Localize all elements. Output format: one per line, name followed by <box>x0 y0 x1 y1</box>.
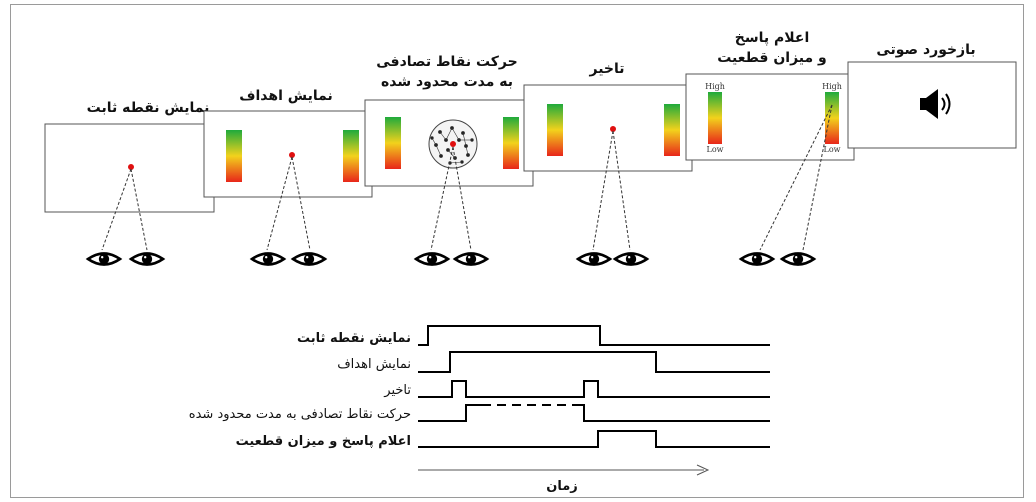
eye-icon <box>780 252 816 266</box>
timeline-label: تاخیر <box>383 383 411 398</box>
speaker-icon <box>920 89 951 119</box>
confidence-bar-right <box>825 92 839 144</box>
eye-icon <box>86 252 122 266</box>
stage-fixation: نمایش نقطه ثابت <box>44 100 215 213</box>
target-bar-left <box>547 104 563 156</box>
stage-title: نمایش اهداف <box>239 88 332 104</box>
stage-title-line1: حرکت نقاط تصادفی <box>376 54 517 70</box>
eye-icon <box>250 252 286 266</box>
trace-random-dots-start <box>418 404 482 422</box>
target-bar-left <box>385 117 401 169</box>
stage-title-line2: و میزان قطعیت <box>717 50 827 66</box>
timing-diagram: نمایش نقطه ثابت نمایش اهداف تاخیر حرکت ن… <box>189 325 770 494</box>
fixation-dot <box>289 152 295 158</box>
stage-title-line2: به مدت محدود شده <box>381 74 513 90</box>
stage-title: نمایش نقطه ثابت <box>87 100 210 116</box>
stage-title: بازخورد صوتی <box>876 42 975 58</box>
scale-high-label: High <box>822 82 842 91</box>
eye-icon <box>291 252 327 266</box>
eye-icon <box>129 252 165 266</box>
random-dot-aperture <box>428 119 478 169</box>
stage-delay: تاخیر <box>523 61 693 172</box>
stage-response: High Low High Low اعلام پاسخ و میزان قطع… <box>685 30 855 161</box>
eye-icon <box>739 252 775 266</box>
gaze-lines <box>101 104 833 251</box>
stage-title: تاخیر <box>588 61 624 77</box>
trace-delay <box>418 380 770 398</box>
timeline-label: اعلام پاسخ و میزان قطعیت <box>236 434 411 449</box>
trace-targets <box>418 351 770 373</box>
eye-icon <box>453 252 489 266</box>
timeline-label: حرکت نقاط تصادفی به مدت محدود شده <box>189 407 411 422</box>
timeline-label: نمایش اهداف <box>337 357 411 372</box>
scale-low-label: Low <box>707 145 724 154</box>
stage-random-dots: حرکت نقاط تصادفی به مدت محدود شده <box>364 54 534 187</box>
fixation-dot <box>610 126 616 132</box>
eye-pairs <box>86 252 816 266</box>
stage-title-line1: اعلام پاسخ <box>735 30 810 46</box>
eye-icon <box>613 252 649 266</box>
stage-audio-feedback: بازخورد صوتی <box>847 42 1017 149</box>
stage-targets: نمایش اهداف <box>203 88 373 198</box>
target-bar-left <box>226 130 242 182</box>
time-axis-arrow <box>418 464 710 476</box>
trace-fixation <box>418 325 770 346</box>
time-axis-label: زمان <box>546 479 578 494</box>
scale-low-label: Low <box>824 145 841 154</box>
target-bar-right <box>343 130 359 182</box>
target-bar-right <box>503 117 519 169</box>
eye-icon <box>414 252 450 266</box>
confidence-bar-left <box>708 92 722 144</box>
timing-traces <box>418 325 770 448</box>
trace-random-dots-end <box>576 404 770 422</box>
eye-icon <box>576 252 612 266</box>
screen-frame <box>44 123 215 213</box>
scale-high-label: High <box>705 82 725 91</box>
figure-frame <box>10 4 1024 498</box>
fixation-dot <box>128 164 134 170</box>
timeline-label: نمایش نقطه ثابت <box>297 331 411 346</box>
trace-response <box>418 430 770 448</box>
target-bar-right <box>664 104 680 156</box>
